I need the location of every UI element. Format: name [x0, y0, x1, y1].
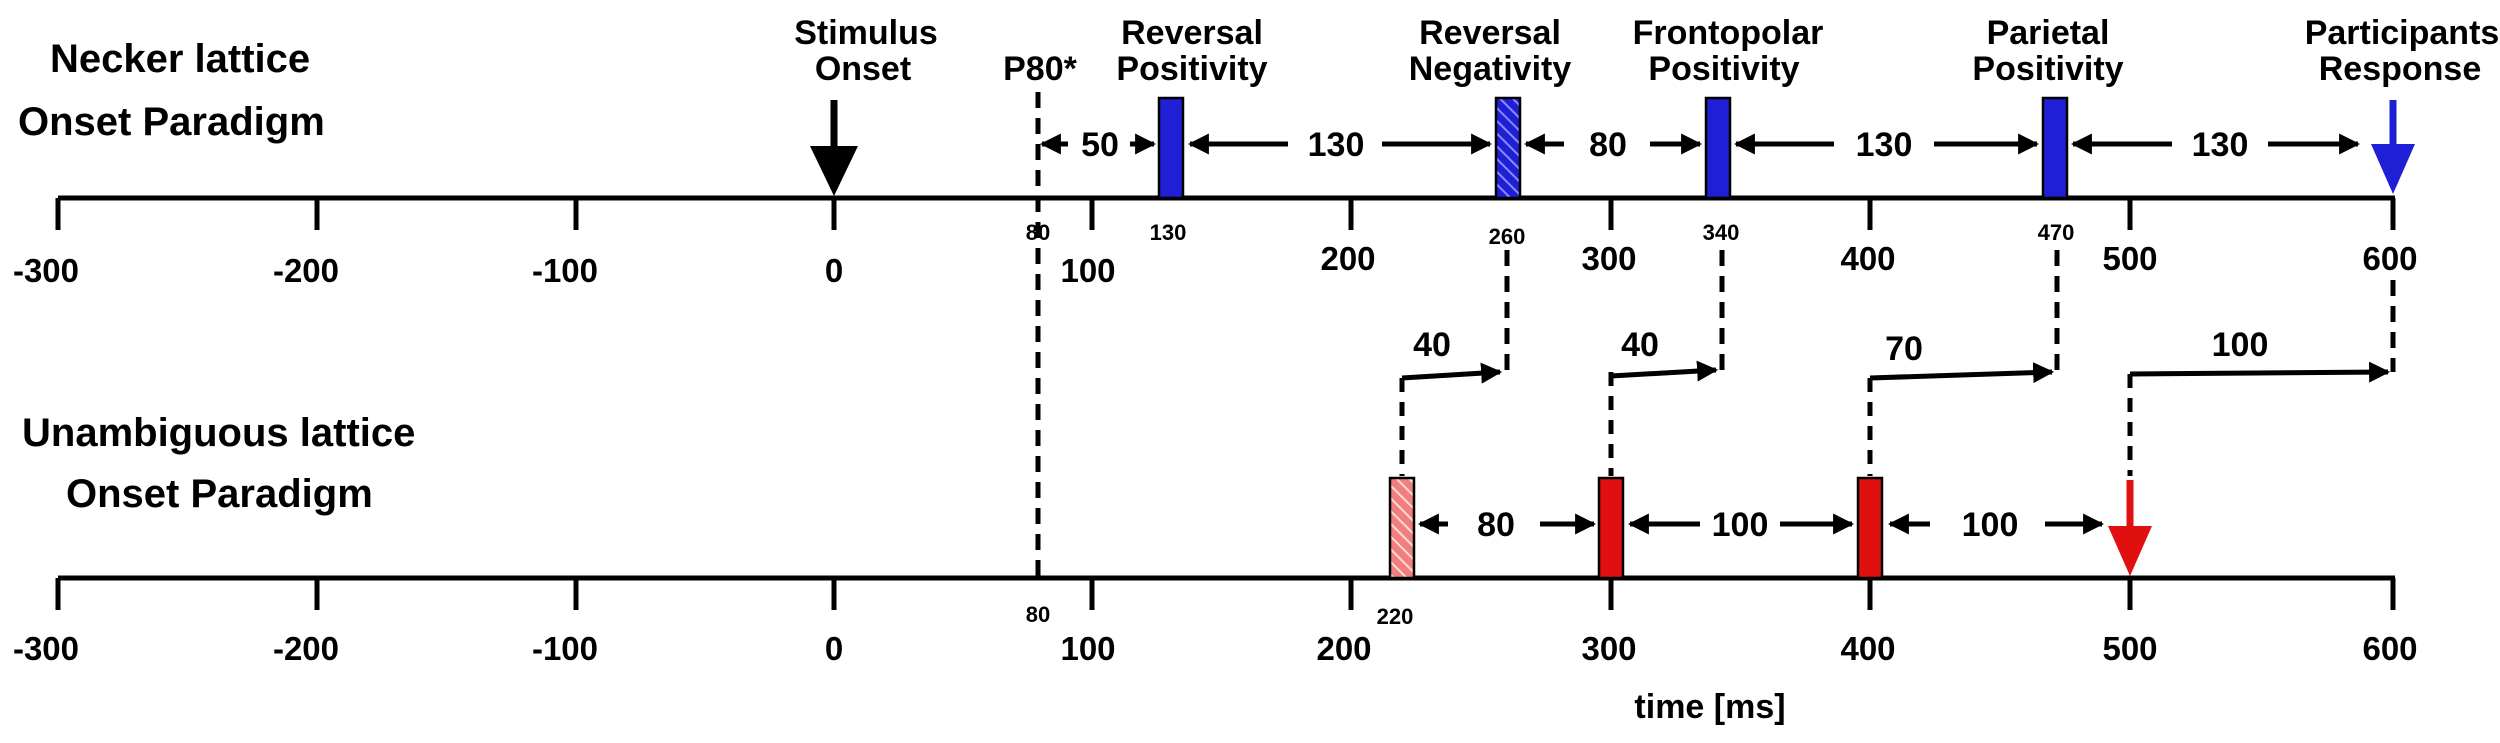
component-label-line2: Positivity — [1116, 50, 1267, 88]
unambiguous-tick-label: 600 — [2362, 630, 2417, 667]
frontopolar-positivity-bar — [1704, 96, 1732, 200]
unambiguous-axis: -300 -200 -100 0 100 200 300 400 500 600 — [13, 575, 2418, 667]
component-label-line1: Reversal — [1121, 14, 1263, 52]
unambiguous-tick-label: -200 — [273, 630, 339, 667]
necker-tick-label: -200 — [273, 252, 339, 289]
interval-label: 130 — [1308, 126, 1365, 164]
unambiguous-component-bar-hatched — [1388, 476, 1416, 580]
unambiguous-tick-label: 400 — [1840, 630, 1895, 667]
interval-label: 80 — [1477, 506, 1515, 544]
interval-label: 100 — [1962, 506, 2019, 544]
interval-label: 130 — [1856, 126, 1913, 164]
component-time-label: 130 — [1150, 220, 1187, 245]
response-label-line2: Response — [2319, 50, 2482, 88]
stimulus-onset-label-line1: Stimulus — [794, 14, 938, 52]
unambiguous-response-arrow-icon — [2108, 480, 2152, 576]
component-label-line2: Positivity — [1648, 50, 1799, 88]
unambiguous-tick-label: 500 — [2102, 630, 2157, 667]
p80-value-bottom: 80 — [1026, 602, 1050, 627]
component-time-label: 220 — [1377, 604, 1414, 629]
response-label-line1: Participants — [2305, 14, 2500, 52]
interval-label: 130 — [2192, 126, 2249, 164]
reversal-negativity-bar — [1494, 96, 1522, 200]
component-time-label: 470 — [2038, 220, 2075, 245]
stimulus-onset-label-line2: Onset — [815, 50, 911, 88]
interval-label: 50 — [1081, 126, 1119, 164]
unambiguous-tick-label: 300 — [1581, 630, 1636, 667]
component-label-line1: Reversal — [1419, 14, 1561, 52]
unambiguous-tick-label: -300 — [13, 630, 79, 667]
necker-axis-ticks — [55, 198, 2396, 230]
shift-label: 40 — [1621, 326, 1659, 364]
unambiguous-title-line2: Onset Paradigm — [66, 472, 373, 516]
necker-title-line1: Necker lattice — [50, 37, 310, 81]
unambiguous-axis-ticks — [55, 578, 2396, 610]
necker-tick-label: 400 — [1840, 240, 1895, 277]
shift-arrow — [1869, 362, 2055, 384]
necker-title-line2: Onset Paradigm — [18, 100, 325, 144]
necker-tick-label: 200 — [1320, 240, 1375, 277]
component-label-line2: Positivity — [1972, 50, 2123, 88]
shift-arrow — [2129, 361, 2391, 383]
unambiguous-tick-label: -100 — [532, 630, 598, 667]
unambiguous-tick-label: 200 — [1316, 630, 1371, 667]
unambiguous-component-bar — [1597, 476, 1625, 580]
stimulus-onset-arrow-icon — [810, 100, 858, 196]
shift-arrow — [1401, 362, 1503, 384]
unambiguous-tick-label: 100 — [1060, 630, 1115, 667]
component-label-line1: Frontopolar — [1633, 14, 1824, 52]
necker-tick-label: 0 — [825, 252, 843, 289]
unambiguous-component-bar — [1856, 476, 1884, 580]
necker-tick-label: 500 — [2102, 240, 2157, 277]
shift-label: 100 — [2212, 326, 2269, 364]
necker-tick-label: -300 — [13, 252, 79, 289]
necker-tick-label: 600 — [2362, 240, 2417, 277]
component-time-label: 340 — [1703, 220, 1740, 245]
reversal-positivity-bar — [1157, 96, 1185, 200]
response-arrow-icon — [2371, 100, 2415, 194]
p80-label: P80* — [1003, 50, 1077, 88]
necker-tick-label: -100 — [532, 252, 598, 289]
shift-connectors — [1399, 250, 2396, 476]
component-time-label: 260 — [1489, 224, 1526, 249]
component-label-line1: Parietal — [1987, 14, 2110, 52]
necker-axis: -300 -200 -100 0 100 200 300 400 500 600 — [13, 195, 2418, 289]
necker-tick-label: 300 — [1581, 240, 1636, 277]
p80-value-top: 80 — [1026, 220, 1050, 245]
unambiguous-title-line1: Unambiguous lattice — [22, 411, 415, 455]
shift-label: 40 — [1413, 326, 1451, 364]
component-label-line2: Negativity — [1409, 50, 1572, 88]
unambiguous-tick-label: 0 — [825, 630, 843, 667]
x-axis-label: time [ms] — [1634, 688, 1785, 726]
shift-label: 70 — [1885, 330, 1923, 368]
necker-tick-label: 100 — [1060, 252, 1115, 289]
interval-label: 100 — [1712, 506, 1769, 544]
shift-arrow — [1610, 360, 1719, 382]
interval-label: 80 — [1589, 126, 1627, 164]
parietal-positivity-bar — [2041, 96, 2069, 200]
